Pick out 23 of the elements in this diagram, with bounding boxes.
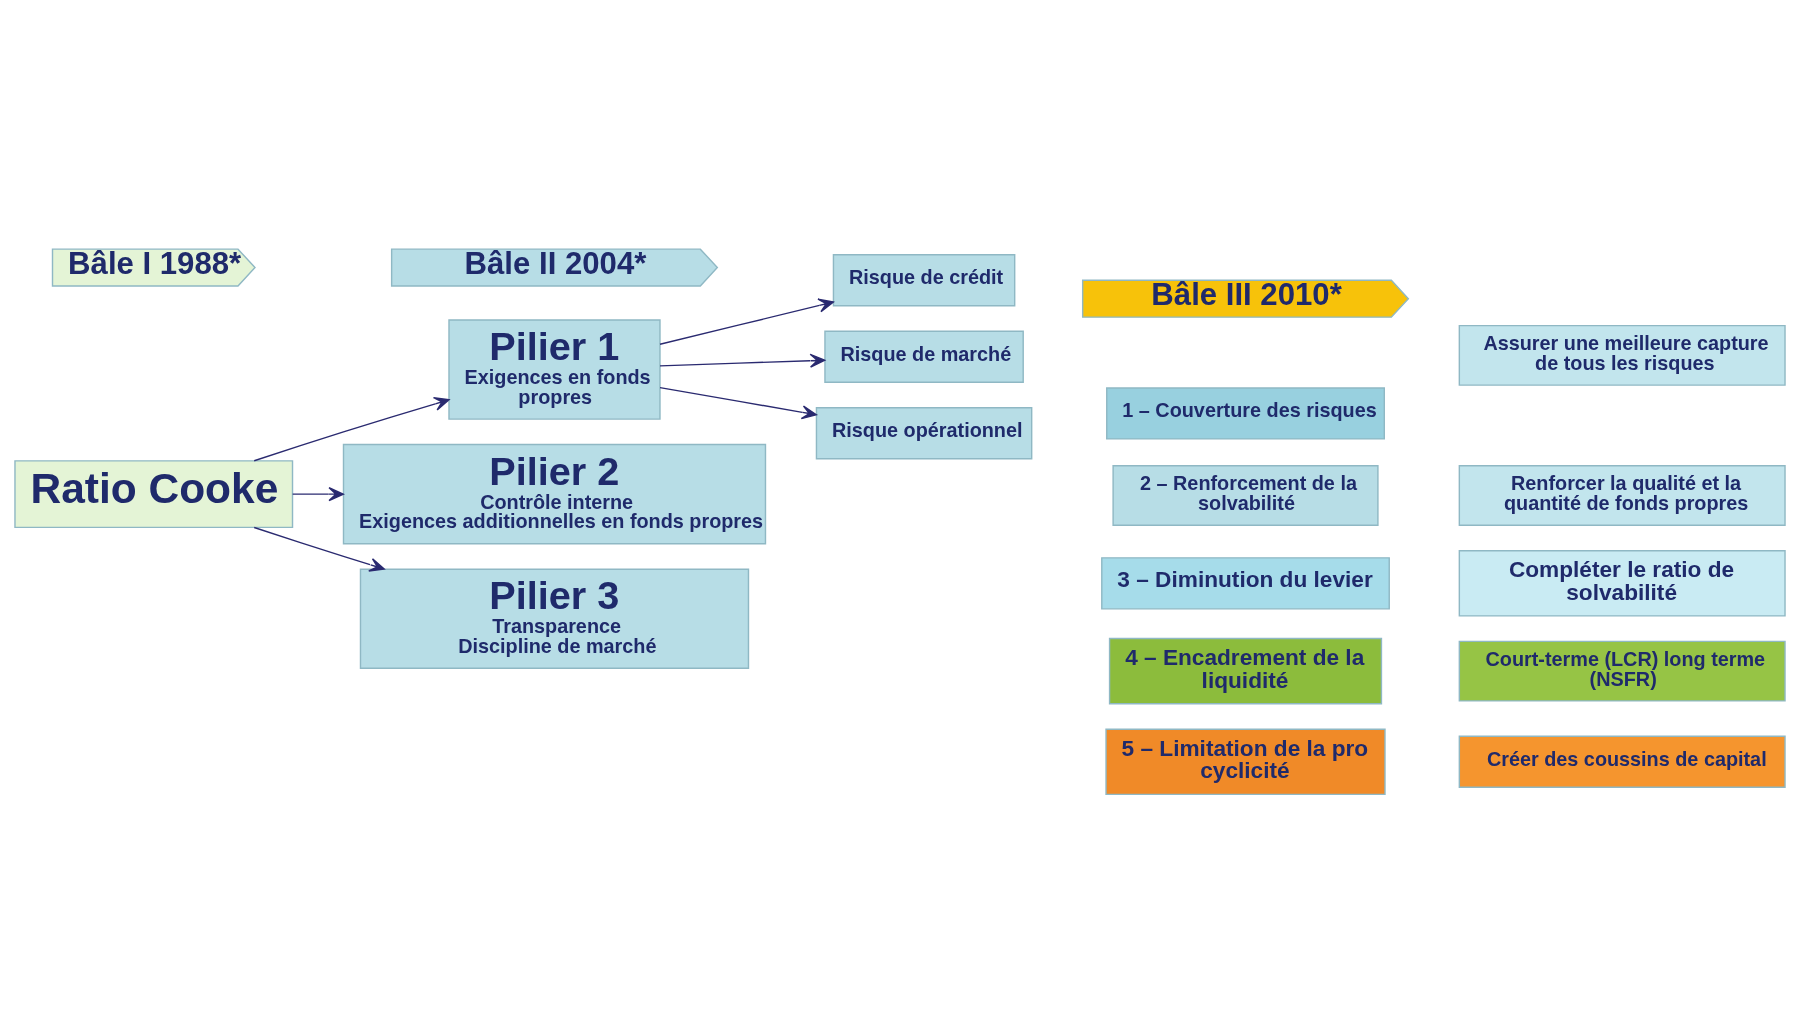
node-box: Pilier 1 Exigences en fonds propres: [448, 318, 661, 420]
arrow: [659, 386, 818, 419]
node-box: 4 – Encadrement de la liquidité: [1108, 637, 1383, 704]
arrow: [659, 353, 826, 368]
node-box: Risque de marché: [824, 330, 1024, 383]
node-box: Court-terme (LCR) long terme (NSFR): [1458, 640, 1786, 702]
node-box: Pilier 3 Transparence Discipline de marché: [359, 568, 750, 669]
node-box: Ratio Cooke: [14, 459, 294, 528]
arrow: [659, 298, 834, 345]
node-box: Risque opérationnel: [815, 406, 1033, 459]
node-box: 5 – Limitation de la pro cyclicité: [1105, 728, 1386, 795]
node-box: Assurer une meilleure capture de tous les risques: [1458, 324, 1786, 386]
node-box: Créer des coussins de capital: [1458, 735, 1786, 788]
arrow: [253, 526, 385, 572]
arrow: [291, 486, 344, 501]
arrow: [253, 396, 450, 461]
node-box: 3 – Diminution du levier: [1101, 556, 1390, 610]
node-box: 2 – Renforcement de la solvabilité: [1112, 464, 1379, 526]
node-box: Renforcer la qualité et la quantité de fonds propres: [1458, 464, 1786, 526]
node-box: 1 – Couverture des risques: [1106, 386, 1385, 440]
node-box: Pilier 2 Contrôle interne Exigences additionnelles en fonds propres: [342, 443, 767, 544]
node-box: Risque de crédit: [832, 253, 1016, 306]
node-box: Compléter le ratio de solvabilité: [1458, 549, 1786, 617]
